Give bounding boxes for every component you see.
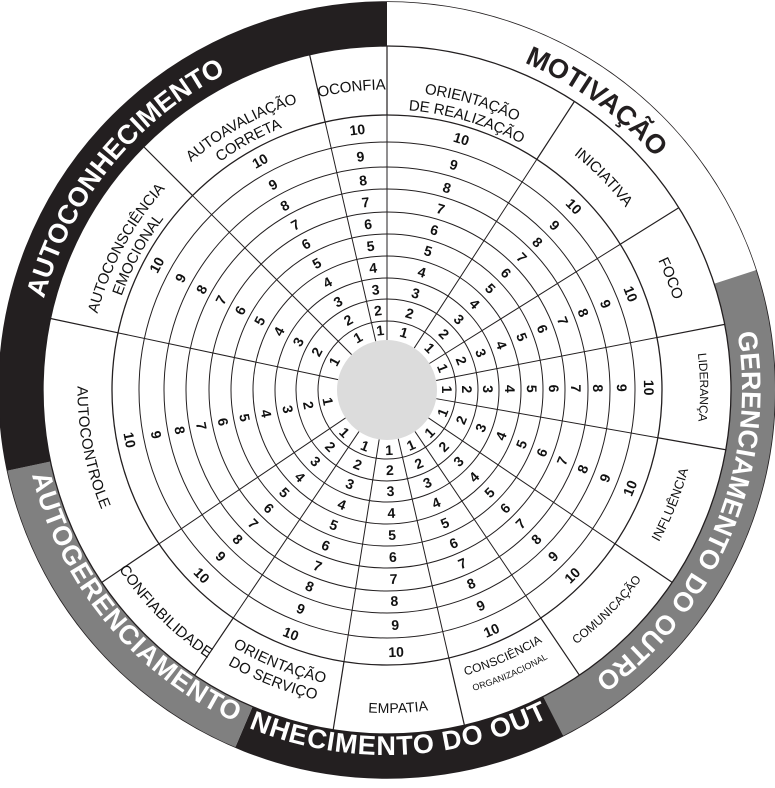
label-divider [309, 54, 326, 123]
score-6-autoconfianca: 6 [363, 216, 373, 233]
label-divider [332, 661, 345, 730]
score-3-autoconfianca: 3 [371, 281, 381, 298]
label-divider [50, 317, 119, 334]
sector-label-text: LIDERANÇA [695, 352, 711, 422]
score-6-autocontrole: 6 [215, 417, 232, 428]
score-10-empatia: 10 [388, 644, 404, 661]
score-4-autocontrole: 4 [258, 408, 275, 419]
score-3-empatia: 3 [386, 483, 395, 499]
sector-label-lideranca: LIDERANÇA [695, 352, 711, 422]
score-4-empatia: 4 [387, 505, 396, 521]
sector-spoke [324, 121, 377, 342]
score-7-autocontrole: 7 [193, 421, 210, 432]
sector-spoke [429, 243, 621, 364]
score-5-autoconfianca: 5 [366, 238, 376, 255]
score-8-autocontrole: 8 [171, 425, 188, 436]
score-1-empatia: 1 [385, 442, 394, 458]
score-10-consciencia-organizacional: 10 [481, 620, 502, 641]
quadrant-band-autoconhecimento [0, 2, 387, 471]
sector-spoke [397, 438, 450, 659]
label-divider [143, 146, 193, 196]
label-divider [194, 617, 234, 676]
score-10-orientacao-de-realizacao: 10 [452, 129, 472, 149]
label-divider [657, 437, 726, 451]
quadrant-band-autogerenciamento [7, 461, 253, 748]
score-8-autoconfianca: 8 [358, 172, 368, 189]
center-circle [337, 340, 437, 440]
sector-label-text: EMPATIA [368, 697, 429, 716]
score-3-autocontrole: 3 [279, 404, 296, 415]
sector-spoke [117, 332, 339, 381]
score-4-autoconfianca: 4 [368, 259, 378, 276]
score-6-lideranca: 6 [546, 385, 562, 393]
score-2-autoconfianca: 2 [373, 302, 383, 319]
label-divider [448, 657, 465, 726]
score-10-autoavaliacao-correta: 10 [249, 150, 271, 172]
score-10-influencia: 10 [620, 478, 641, 499]
score-10-autoconsciencia-emocional: 10 [146, 254, 168, 276]
label-divider [656, 323, 725, 339]
score-2-lideranca: 2 [459, 385, 475, 393]
score-9-lideranca: 9 [614, 384, 630, 392]
score-5-empatia: 5 [388, 527, 397, 543]
sector-label-empatia: EMPATIA [368, 697, 429, 716]
sector-spoke [414, 431, 542, 619]
center-hub [337, 340, 437, 440]
sector-spoke [436, 398, 658, 439]
score-5-autocontrole: 5 [236, 412, 253, 423]
score-5-lideranca: 5 [524, 385, 540, 393]
score-8-empatia: 8 [390, 593, 399, 609]
quadrant-band-conhecimento-do-outro [235, 696, 564, 778]
label-divider [536, 101, 575, 160]
score-7-autoconfianca: 7 [361, 194, 371, 211]
label-divider [614, 543, 673, 583]
score-1-autoconfianca: 1 [375, 322, 385, 339]
score-2-autocontrole: 2 [300, 400, 317, 411]
score-7-lideranca: 7 [568, 384, 584, 392]
score-10-orientacao-do-servico: 10 [281, 623, 302, 644]
score-10-lideranca: 10 [641, 380, 657, 396]
score-6-empatia: 6 [389, 549, 398, 565]
score-9-autoconfianca: 9 [356, 148, 366, 165]
score-1-lideranca: 1 [439, 386, 455, 394]
sector-spoke [343, 439, 380, 662]
score-4-lideranca: 4 [502, 385, 518, 393]
score-10-autoconfianca: 10 [349, 121, 366, 139]
score-8-lideranca: 8 [590, 384, 606, 392]
score-7-empatia: 7 [389, 571, 398, 587]
sector-spoke [158, 417, 346, 545]
label-divider [619, 207, 680, 245]
sector-spoke [192, 195, 352, 355]
score-9-empatia: 9 [391, 617, 400, 633]
score-1-autocontrole: 1 [319, 396, 336, 407]
label-divider [540, 617, 580, 676]
sector-spoke [232, 431, 360, 619]
sector-spoke [413, 159, 538, 349]
score-3-lideranca: 3 [480, 385, 496, 393]
quadrant-band-gerenciamento-do-outro [543, 270, 775, 736]
score-2-empatia: 2 [386, 462, 395, 478]
score-9-autocontrole: 9 [148, 429, 165, 440]
label-divider [101, 543, 160, 583]
quadrant-band-motivacao [387, 2, 757, 284]
sector-spoke [435, 337, 658, 381]
sector-dividers [117, 115, 658, 662]
score-10-foco: 10 [621, 284, 642, 305]
sector-spoke [428, 417, 616, 545]
score-10-autocontrole: 10 [120, 431, 139, 450]
